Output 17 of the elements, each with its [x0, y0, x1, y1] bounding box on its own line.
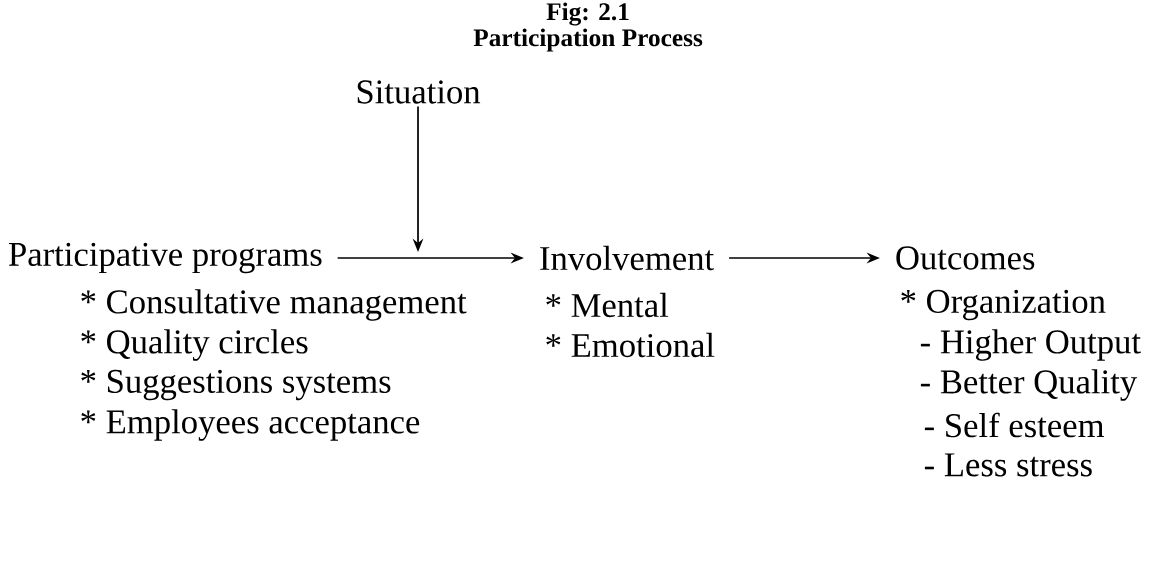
list-item: * Organization [901, 289, 1106, 321]
figure-number: Fig: 2.1 [546, 2, 629, 26]
list-item: * Emotional [546, 332, 715, 358]
list-item: * Quality circles [81, 329, 308, 361]
list-item: * Employees acceptance [81, 409, 420, 441]
list-item: * Suggestions systems [81, 369, 391, 401]
list-item: - Self esteem [924, 412, 1105, 438]
node-label: Outcomes [896, 246, 1035, 270]
title: Participation Process [473, 28, 703, 52]
list-item: * Mental [546, 292, 669, 318]
list-item: - Less stress [924, 453, 1092, 477]
list-item: * Consultative management [81, 289, 467, 321]
list-item: - Higher Output [920, 329, 1141, 361]
list-item: - Better Quality [920, 369, 1138, 401]
node-label: Participative programs [8, 242, 322, 274]
node-label: Involvement [540, 245, 714, 271]
node-label: Situation [357, 80, 481, 104]
